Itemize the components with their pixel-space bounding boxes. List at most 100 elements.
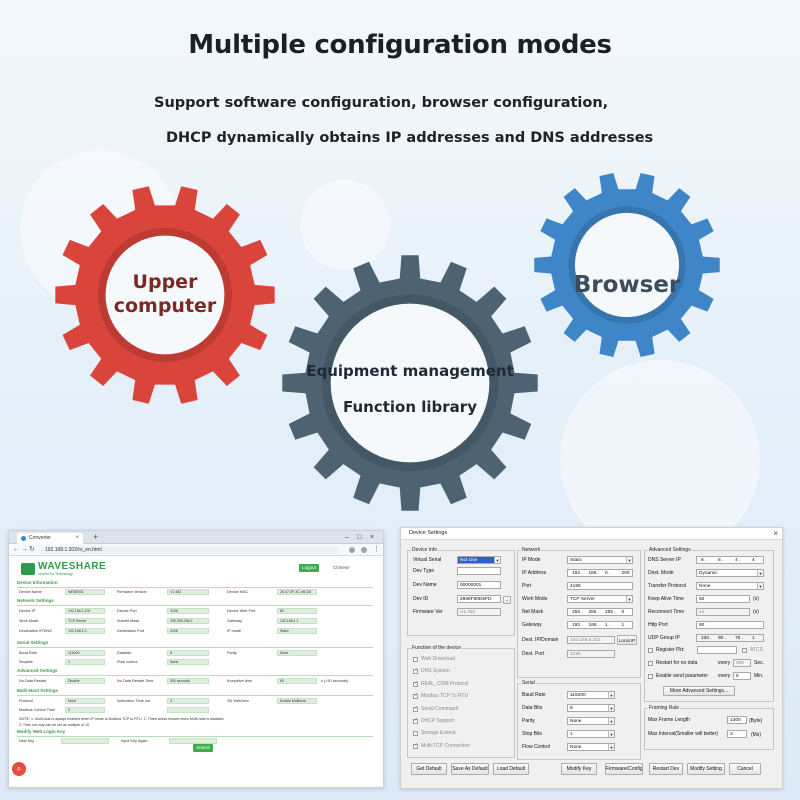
language-link[interactable]: Chinese [333, 565, 350, 570]
baud-rate-select[interactable]: 115200 ▼ [567, 691, 615, 699]
restart-no-data-checkbox[interactable] [648, 661, 653, 666]
local-ip-button[interactable]: Local IP [617, 635, 637, 645]
tab-close-icon[interactable]: × [75, 535, 79, 541]
browser-tab[interactable]: Converter × [17, 533, 83, 544]
dialog-button-cancel[interactable]: Cancel [729, 763, 761, 775]
dialog-button-firmware-config[interactable]: Firmware/Config [605, 763, 643, 775]
network-row-2-value-1[interactable]: 192.168.1.3 [65, 628, 105, 634]
menu-icon[interactable]: ⋮ [373, 546, 380, 553]
dns-server-field[interactable]: 8 .8 .4 .4 [696, 556, 764, 564]
flow-control-select[interactable]: None ▼ [567, 743, 615, 751]
dest-port-field[interactable]: 4196 [567, 650, 615, 658]
serial-row-0-value-2[interactable]: 8 [167, 650, 209, 656]
function-checkbox[interactable] [413, 680, 418, 687]
serial-row-1-value-2[interactable]: None [167, 659, 209, 665]
netmask-field[interactable]: 255 .255 .255 .0 [567, 608, 633, 616]
serial-row-0-value-3[interactable]: None [277, 650, 317, 656]
register-pkt-field[interactable] [697, 646, 737, 654]
function-checkbox[interactable] [413, 692, 418, 700]
http-port-field[interactable]: 80 [696, 621, 764, 629]
network-row-0-value-3[interactable]: 80 [277, 608, 317, 614]
function-checkbox[interactable] [413, 705, 418, 712]
register-pkt-checkbox[interactable] [648, 648, 653, 653]
window-close-icon[interactable]: × [370, 534, 375, 541]
serial-row-0-value-1[interactable]: 115200 [65, 650, 105, 656]
multi-host-row-0-value-3[interactable]: Enable Multihost [277, 698, 317, 704]
url-input[interactable]: 192.168.1.202/rs_en.html [39, 546, 339, 554]
dev-type-field[interactable] [457, 567, 501, 575]
dest-mode-select[interactable]: Dynamic ▼ [696, 569, 764, 577]
dev-id-copy-button[interactable]: .. [503, 596, 511, 604]
keepalive-field[interactable]: 60 [696, 595, 750, 603]
submit-button[interactable]: Submit [193, 744, 213, 752]
input-key-again-input[interactable] [169, 738, 217, 744]
advanced-row-0-value-3[interactable]: 60 [277, 678, 317, 684]
dialog-button-save-as-default[interactable]: Save As Default [451, 763, 489, 775]
network-row-2-value-3[interactable]: Static [277, 628, 317, 634]
multi-host-row-1-value-2[interactable] [167, 707, 209, 713]
multi-host-row-1-value-1[interactable]: 0 [65, 707, 105, 713]
network-row-0-value-1[interactable]: 192.168.1.202 [65, 608, 105, 614]
minimize-icon[interactable]: – [345, 534, 349, 541]
new-key-input[interactable] [61, 738, 109, 744]
dialog-button-modify-key[interactable]: Modify Key [561, 763, 597, 775]
parity-select[interactable]: None ▼ [567, 717, 615, 725]
function-checkbox[interactable] [413, 667, 418, 675]
dev-id-field[interactable]: 2868F50D6FD [457, 595, 501, 603]
max-interval-field[interactable]: 3 [727, 730, 747, 738]
port-field[interactable]: 4196 [567, 582, 633, 590]
dialog-button-restart-dev[interactable]: Restart Dev [649, 763, 683, 775]
network-row-1-value-2[interactable]: 255.255.255.0 [167, 618, 209, 624]
stop-bits-select[interactable]: 1 ▼ [567, 730, 615, 738]
function-checkbox[interactable] [413, 731, 418, 737]
multi-host-row-0-value-2[interactable]: 3 [167, 698, 209, 704]
dialog-button-load-default[interactable]: Load Default [493, 763, 529, 775]
extension-icon[interactable] [349, 547, 355, 553]
advanced-row-0-label-1: No Data Restart [19, 679, 47, 683]
send-every-field[interactable]: 5 [733, 672, 751, 680]
reload-icon[interactable]: ↻ [29, 546, 35, 553]
logout-button[interactable]: Logout [299, 564, 319, 572]
dialog-button-get-default[interactable]: Get Default [411, 763, 447, 775]
reconnect-field[interactable]: 12 [696, 608, 750, 616]
device-row-value-1[interactable]: WEB0001 [65, 589, 105, 595]
atcs-checkbox[interactable] [742, 648, 747, 653]
device-row-value-2[interactable]: V1.452 [167, 589, 209, 595]
restart-every-field[interactable]: 300 [733, 659, 751, 667]
new-tab-icon[interactable]: + [93, 532, 99, 542]
advanced-row-0-value-2[interactable]: 300 seconds [167, 678, 209, 684]
multi-host-row-0-value-1[interactable]: None [65, 698, 105, 704]
maximize-icon[interactable]: □ [357, 534, 362, 541]
enable-send-param-checkbox[interactable] [648, 674, 653, 679]
advanced-row-0-value-1[interactable]: Disable [65, 678, 105, 684]
gateway-field[interactable]: 192 .168 .1 .1 [567, 621, 633, 629]
serial-row-0-label-2: Databits [117, 651, 131, 655]
device-row-value-3[interactable]: 28-47-0F-4C-eB-D6 [277, 589, 317, 595]
network-row-1-value-1[interactable]: TCP Server [65, 618, 105, 624]
back-icon[interactable]: ← [13, 546, 20, 553]
ip-address-field[interactable]: 192 .168 .0 .200 [567, 569, 633, 577]
data-bits-select[interactable]: 8 ▼ [567, 704, 615, 712]
max-frame-length-field[interactable]: 1300 [727, 716, 747, 724]
function-checkbox[interactable] [413, 717, 418, 724]
forward-icon[interactable]: → [21, 546, 28, 553]
function-checkbox[interactable] [413, 657, 418, 662]
network-row-0-value-2[interactable]: 4196 [167, 608, 209, 614]
virtual-serial-select[interactable]: Not Use ▼ [457, 556, 501, 564]
dev-name-field[interactable]: 00000001 [457, 581, 501, 589]
udp-group-field[interactable]: 230 .90 .76 .1 [696, 634, 764, 642]
function-label: DHCP Support [421, 718, 454, 724]
dialog-close-icon[interactable]: × [773, 529, 778, 538]
network-row-2-value-2[interactable]: 4196 [167, 628, 209, 634]
more-advanced-button[interactable]: More Advanced Settings... [663, 686, 735, 696]
dest-ip-field[interactable]: 192.168.0.202 [567, 636, 615, 644]
work-mode-select[interactable]: TCP Server ▼ [567, 595, 633, 603]
function-checkbox[interactable] [413, 742, 418, 749]
transfer-protocol-select[interactable]: None ▼ [696, 582, 764, 590]
dialog-button-modify-setting[interactable]: Modify Setting [687, 763, 725, 775]
search-icon[interactable]: ⌕ [12, 762, 26, 776]
network-row-1-value-3[interactable]: 192.168.1.1 [277, 618, 317, 624]
ip-mode-select[interactable]: Static ▼ [567, 556, 633, 564]
profile-icon[interactable] [361, 547, 367, 553]
serial-row-1-value-1[interactable]: 1 [65, 659, 105, 665]
